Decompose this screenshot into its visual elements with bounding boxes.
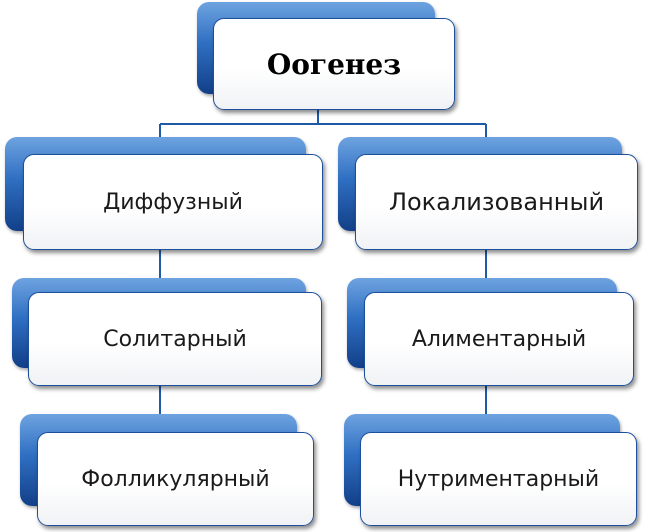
node-label: Локализованный	[388, 188, 605, 216]
node-label: Алиментарный	[411, 326, 587, 352]
node-label: Солитарный	[103, 326, 247, 352]
node-label: Нутриментарный	[397, 466, 600, 492]
node-label: Оогенез	[266, 47, 402, 81]
node-label: Фолликулярный	[81, 466, 270, 492]
node-label: Диффузный	[103, 189, 243, 215]
